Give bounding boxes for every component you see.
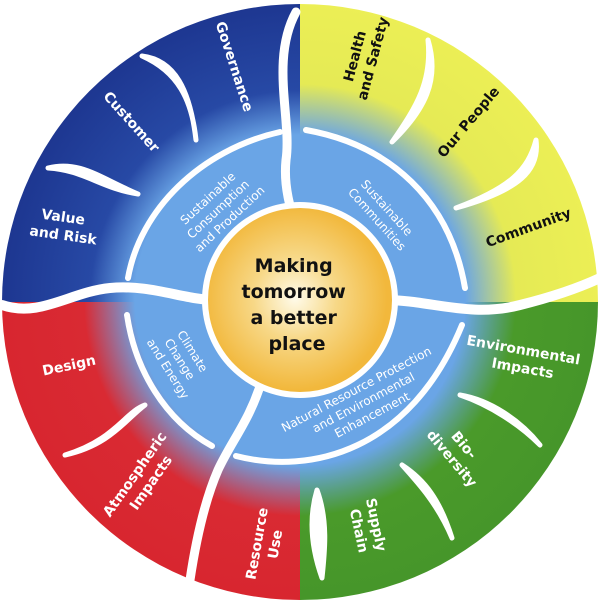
svg-text:Making tomorrow a bett: Making tomorrow a better place	[242, 255, 353, 355]
inner-arc-br	[233, 322, 465, 465]
center-line: tomorrow	[242, 281, 346, 303]
divider-left	[0, 282, 220, 314]
swoosh-yellow-1	[389, 37, 435, 145]
center-circle	[208, 208, 392, 392]
inner-arc-tr	[303, 127, 468, 291]
swoosh-blue-2	[45, 163, 141, 197]
swoosh-red-1	[62, 402, 148, 458]
center-line: Making	[255, 255, 333, 277]
center-line: place	[268, 333, 325, 355]
swoosh-yellow-2	[453, 137, 539, 211]
divider-bottom	[185, 375, 267, 585]
center-line: a better	[251, 307, 338, 329]
divider-right	[380, 273, 600, 315]
inner-arc-bl	[124, 312, 215, 449]
swoosh-green-2	[399, 462, 455, 541]
swoosh-green-3	[309, 487, 328, 581]
swoosh-blue-1	[139, 53, 199, 143]
inner-arc-tl	[125, 129, 283, 281]
swoosh-green-1	[457, 392, 543, 448]
